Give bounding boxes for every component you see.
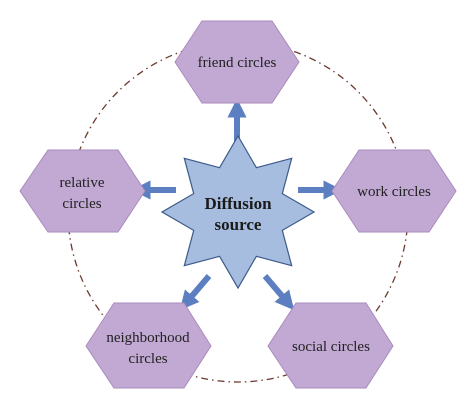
node-label-friend: friend circles — [198, 55, 277, 71]
hexagon-shape — [85, 302, 212, 389]
node-label-relative-1: relative — [60, 175, 105, 191]
hexagon-shape — [331, 149, 457, 233]
center-label-line2: source — [215, 215, 262, 234]
star-shape — [160, 134, 316, 290]
node-friend-circles: friend circles — [174, 20, 300, 104]
node-social-circles: social circles — [267, 302, 394, 389]
hexagon-shape — [19, 149, 146, 233]
node-label-social: social circles — [292, 339, 370, 355]
diffusion-source-node: Diffusion source — [160, 134, 316, 290]
node-label-neighborhood-1: neighborhood — [106, 330, 190, 346]
node-label-relative-2: circles — [62, 196, 101, 212]
node-relative-circles: relative circles — [19, 149, 146, 233]
arrow-to-neighborhood — [179, 274, 212, 311]
node-label-neighborhood-2: circles — [128, 351, 167, 367]
node-neighborhood-circles: neighborhood circles — [85, 302, 212, 389]
node-label-work: work circles — [357, 184, 431, 200]
arrow-to-social — [262, 274, 295, 311]
hexagon-shape — [174, 20, 300, 104]
hexagon-shape — [267, 302, 394, 389]
node-work-circles: work circles — [331, 149, 457, 233]
center-label-line1: Diffusion — [204, 194, 272, 213]
